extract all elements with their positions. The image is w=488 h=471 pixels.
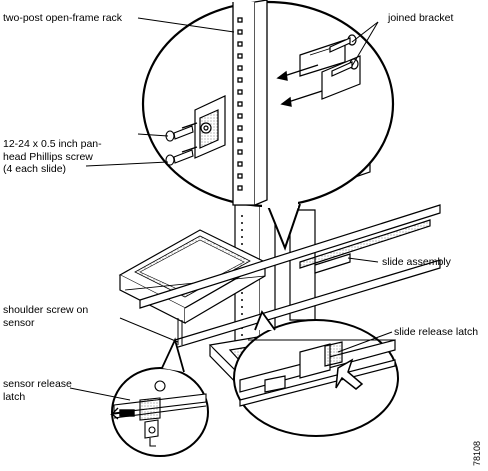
push-arrow: [335, 358, 364, 390]
label-sensor-release-latch: sensor release latch: [3, 378, 72, 403]
label-rack: two-post open-frame rack: [3, 12, 123, 24]
label-shoulder-screw: shoulder screw on sensor: [3, 304, 89, 329]
figure-number: 78108: [472, 440, 482, 466]
label-joined-bracket: joined bracket: [388, 12, 454, 24]
leader-lines: [69, 17, 393, 401]
label-screw: 12-24 x 0.5 inch pan- head Phillips scre…: [3, 138, 102, 175]
insertion-arrows: [181, 64, 323, 153]
rack-holes: [237, 17, 243, 191]
label-slide-assembly: slide assembly: [382, 256, 451, 268]
label-slide-release-latch: slide release latch: [394, 326, 479, 338]
detail-bubble-sensor: [110, 337, 209, 457]
bracket-left: [194, 95, 226, 159]
detail-bubble-bracket: [141, 0, 395, 251]
screws: [165, 125, 194, 166]
device-chassis: [118, 229, 267, 324]
detail-bubble-latch: [233, 310, 399, 437]
sensor-arrow: [110, 407, 135, 420]
